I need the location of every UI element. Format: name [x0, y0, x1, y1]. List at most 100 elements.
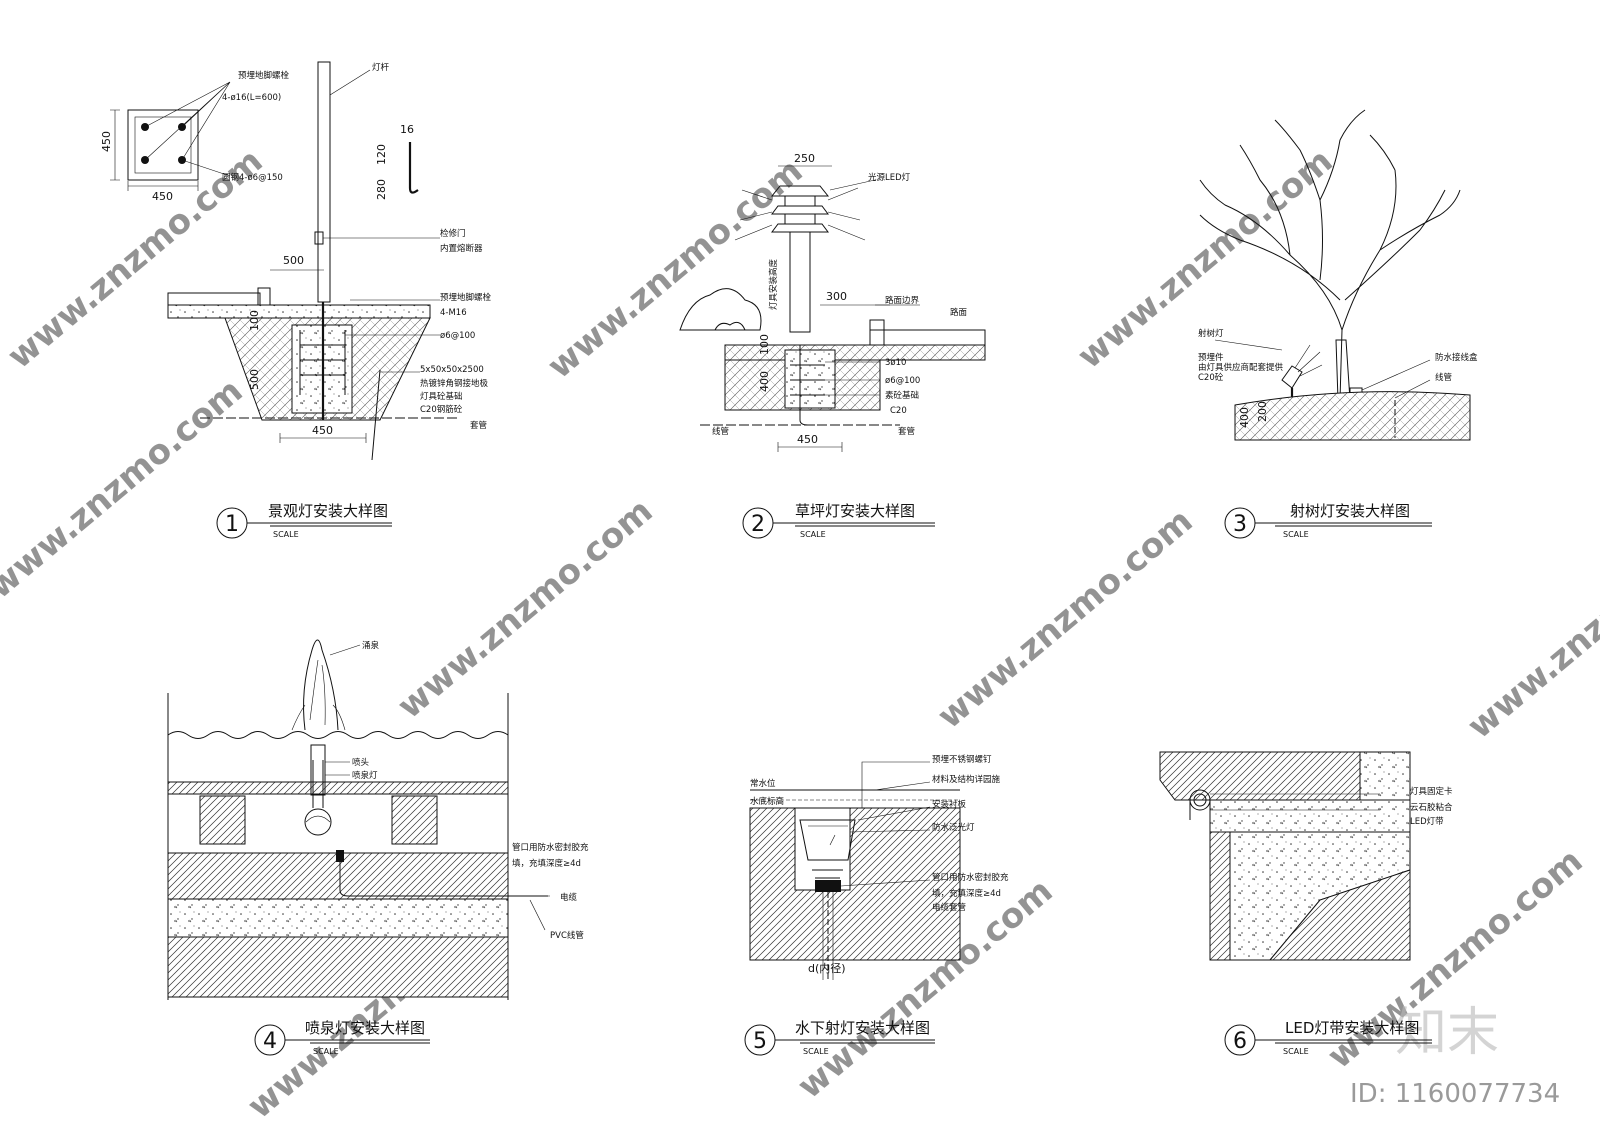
dimension: 450: [152, 190, 173, 203]
detail-number: 4: [263, 1029, 277, 1054]
label: 3ø10: [885, 358, 906, 368]
title-block-3: 3 射树灯安装大样图 SCALE: [1224, 502, 1432, 539]
label: ø6@100: [440, 331, 475, 341]
detail-title: 喷泉灯安装大样图: [305, 1019, 425, 1037]
label: 灯具固定卡: [1410, 786, 1453, 797]
label: 检修门: [440, 228, 466, 239]
dimension: 500: [248, 369, 261, 390]
label: 预埋不锈钢螺钉: [932, 754, 992, 765]
scale-label: SCALE: [800, 530, 826, 539]
detail-4-fountain-light: 涌泉 喷头 喷泉灯 管口用防水密封胶充 填，充填深度≥4d 电缆 PVC线管: [167, 639, 589, 1000]
watermark-text: www.znzmo.com: [1460, 511, 1600, 747]
label: 灯具安装高度: [768, 258, 779, 310]
label: 填，充填深度≥4d: [932, 888, 1001, 899]
label: C20钢筋砼: [420, 404, 463, 415]
dimension: 400: [758, 371, 771, 392]
label: 材料及结构详园施: [932, 774, 1001, 785]
label: 线管: [712, 426, 729, 437]
dimension: 250: [794, 152, 815, 165]
scale-label: SCALE: [803, 1047, 829, 1056]
detail-2-lawn-light: 250 光源LED灯 灯具安装高度 300 路面边界 路面 3ø10 ø6@10…: [679, 152, 986, 452]
watermark-text: www.znzmo.com: [390, 491, 660, 727]
scale-label: SCALE: [1283, 1047, 1309, 1056]
label: 防水接线盒: [1435, 352, 1478, 363]
label: 喷泉灯: [352, 770, 378, 781]
label: ø6@100: [885, 376, 920, 386]
label: 预埋件: [1198, 352, 1224, 363]
label: d(内径): [808, 961, 846, 975]
label: 射树灯: [1198, 328, 1224, 339]
label: 5x50x50x2500: [420, 365, 484, 375]
dimension: 450: [312, 424, 333, 437]
label: 安装衬板: [932, 799, 967, 810]
dimension: 450: [797, 433, 818, 446]
label: LED灯带: [1410, 816, 1444, 827]
detail-title: 水下射灯安装大样图: [795, 1019, 930, 1037]
detail-5-underwater-light: 常水位 水底标高 预埋不锈钢螺钉 材料及结构详园施 安装衬板 防水泛光灯 管口用…: [749, 754, 1009, 980]
label: 路面边界: [885, 295, 920, 306]
label: 光源LED灯: [868, 172, 911, 183]
label: 喷头: [352, 757, 370, 768]
dimension: 300: [826, 290, 847, 303]
detail-number: 1: [225, 512, 239, 537]
scale-label: SCALE: [1283, 530, 1309, 539]
label: 常水位: [750, 778, 776, 789]
detail-3-tree-uplight: 射树灯 预埋件 由灯具供应商配套提供 C20砼 防水接线盒 线管 400 200: [1198, 109, 1478, 441]
dimension: 280: [375, 179, 388, 200]
watermark-text: www.znzmo.com: [1070, 141, 1340, 377]
label: 管口用防水密封胶充: [512, 842, 589, 853]
label: 电缆: [560, 892, 578, 903]
dimension: 100: [758, 334, 771, 355]
label: 预埋地脚螺栓: [440, 292, 492, 303]
label: 云石胶粘合: [1410, 802, 1453, 813]
watermark-text: www.znzmo.com: [0, 371, 250, 607]
label: 4-ø16(L=600): [222, 93, 281, 103]
label: 热镀锌角钢接地极: [420, 378, 489, 389]
dimension: 500: [283, 254, 304, 267]
label: 素砼基础: [885, 390, 919, 401]
detail-6-led-strip: 灯具固定卡 云石胶粘合 LED灯带: [1159, 751, 1453, 961]
label: 路面: [950, 307, 968, 318]
label: PVC线管: [550, 930, 584, 941]
detail-number: 2: [751, 512, 765, 537]
title-block-1: 1 景观灯安装大样图 SCALE: [216, 502, 392, 539]
label: 水底标高: [750, 796, 784, 807]
label: 线管: [1435, 372, 1452, 383]
title-block-5: 5 水下射灯安装大样图 SCALE: [744, 1019, 935, 1056]
dimension: 200: [1256, 401, 1269, 422]
label: 圆钢4-ø6@150: [222, 172, 283, 183]
scale-label: SCALE: [313, 1047, 339, 1056]
detail-number: 5: [753, 1029, 767, 1054]
watermark-id: ID: 1160077734: [1350, 1079, 1560, 1109]
label: 由灯具供应商配套提供: [1198, 362, 1284, 373]
label: C20砼: [1198, 372, 1224, 383]
dimension: 16: [400, 123, 414, 136]
label: 内置熔断器: [440, 243, 483, 254]
title-block-6: 6 LED灯带安装大样图 SCALE: [1224, 1019, 1432, 1056]
dimension: 450: [100, 131, 113, 152]
dimension: 400: [1238, 407, 1251, 428]
title-block-2: 2 草坪灯安装大样图 SCALE: [742, 502, 935, 539]
watermark-text: www.znzmo.com: [930, 501, 1200, 737]
label: 灯杆: [372, 62, 390, 73]
label: 套管: [898, 426, 915, 437]
detail-title: 景观灯安装大样图: [268, 502, 388, 520]
label: 套管: [470, 420, 487, 431]
dimension: 100: [248, 310, 261, 331]
detail-1-streetlight: 预埋地脚螺栓 4-ø16(L=600) 圆钢4-ø6@150 450 450 1…: [100, 61, 492, 461]
title-block-4: 4 喷泉灯安装大样图 SCALE: [254, 1019, 430, 1056]
watermark-logo: 知末: [1395, 1003, 1499, 1063]
label: 4-M16: [440, 308, 467, 318]
label: C20: [890, 406, 907, 416]
label: 防水泛光灯: [932, 822, 975, 833]
label: 管口用防水密封胶充: [932, 872, 1009, 883]
detail-number: 3: [1233, 512, 1247, 537]
scale-label: SCALE: [273, 530, 299, 539]
label: 电缆套管: [932, 902, 966, 913]
label: 涌泉: [362, 640, 380, 651]
label: 预埋地脚螺栓: [238, 70, 290, 81]
detail-title: LED灯带安装大样图: [1285, 1019, 1419, 1037]
detail-title: 草坪灯安装大样图: [795, 502, 915, 520]
dimension: 120: [375, 144, 388, 165]
